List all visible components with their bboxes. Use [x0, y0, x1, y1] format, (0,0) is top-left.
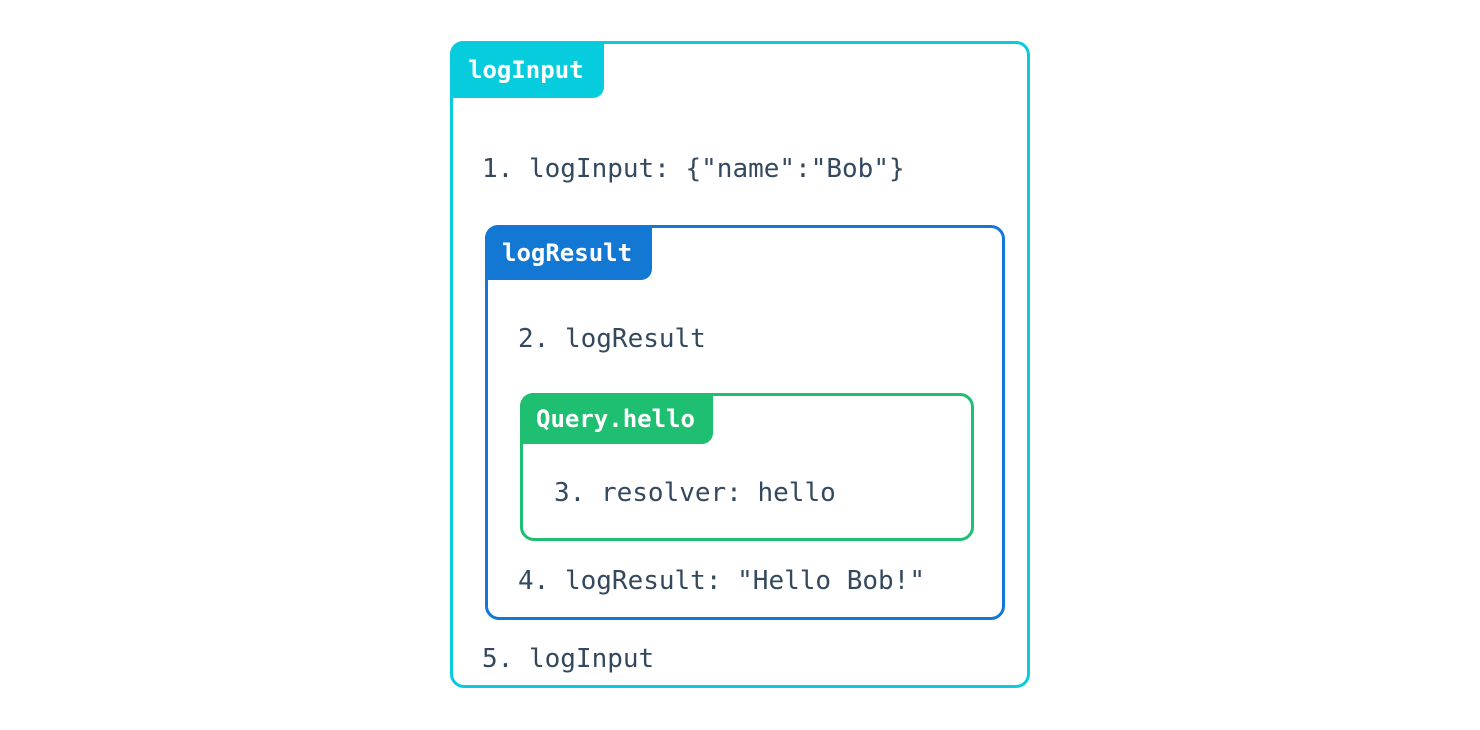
trace-body-log-input: 1. logInput: {"name":"Bob"} logResult 2.…: [453, 44, 1027, 675]
trace-line-2: 2. logResult: [518, 324, 706, 355]
trace-tab-query-hello: Query.hello: [520, 393, 713, 445]
trace-line-3: 3. resolver: hello: [554, 478, 836, 509]
trace-tab-log-result: logResult: [485, 225, 653, 281]
trace-box-log-result: logResult 2. logResult Query.hello 3. re…: [485, 225, 1005, 621]
trace-box-query-hello: Query.hello 3. resolver: hello: [520, 393, 974, 542]
trace-line-4: 4. logResult: "Hello Bob!": [518, 566, 925, 597]
trace-line-5: 5. logInput: [482, 644, 655, 675]
trace-box-log-input: logInput 1. logInput: {"name":"Bob"} log…: [450, 41, 1030, 688]
trace-body-log-result: 2. logResult Query.hello 3. resolver: he…: [488, 228, 1002, 597]
trace-line-1: 1. logInput: {"name":"Bob"}: [482, 154, 905, 184]
trace-body-query-hello: 3. resolver: hello: [523, 396, 971, 509]
trace-tab-log-input: logInput: [450, 41, 604, 98]
